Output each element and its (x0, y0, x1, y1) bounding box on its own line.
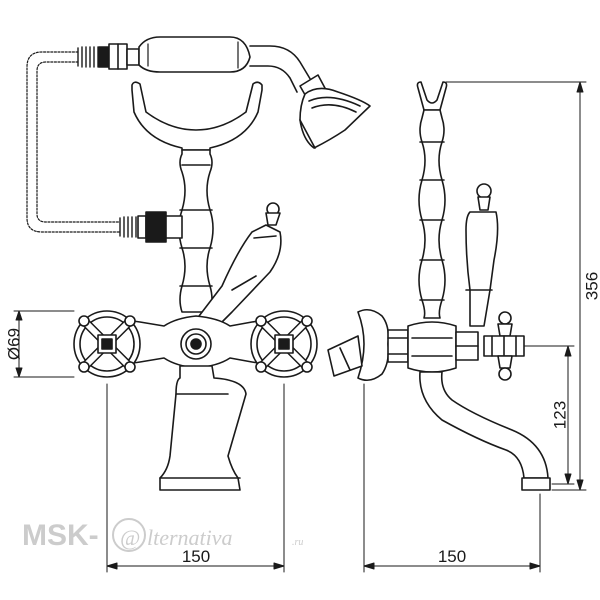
side-mixer-body (387, 321, 479, 373)
side-width-dimension (363, 383, 541, 573)
watermark-script: lternativa (147, 525, 233, 550)
side-column (418, 109, 446, 319)
side-lever (465, 183, 499, 327)
spout-height-label: 123 (551, 401, 570, 429)
right-cross-handle (250, 310, 318, 378)
handset-cradle (131, 81, 263, 151)
left-cross-handle (73, 310, 141, 378)
mixer-column (178, 149, 214, 313)
side-spout (419, 371, 551, 491)
handset-handle (138, 36, 313, 93)
center-knob (180, 328, 212, 360)
side-wall-flange (327, 308, 390, 382)
shower-hose (26, 51, 121, 233)
side-cradle (416, 81, 448, 111)
total-height-dimension (445, 81, 587, 491)
front-view (13, 36, 371, 573)
diameter-dimension (13, 310, 75, 378)
front-width-label: 150 (182, 547, 210, 566)
hose-upper-connector (77, 43, 140, 70)
side-width-label: 150 (438, 547, 466, 566)
total-height-label: 356 (583, 272, 600, 300)
side-view (327, 81, 587, 573)
hose-lower-connector (119, 211, 183, 243)
watermark-domain: .ru (292, 537, 303, 548)
watermark: MSK- @ lternativa .ru (22, 518, 303, 552)
front-spout (159, 365, 247, 491)
watermark-brand: MSK- (22, 519, 99, 552)
side-cross-handle (483, 311, 525, 381)
spout-height-dimension (523, 345, 575, 485)
front-width-dimension (106, 383, 285, 573)
shower-head (299, 74, 371, 149)
watermark-at: @ (120, 525, 140, 550)
diverter-lever (195, 202, 282, 337)
diameter-label: Ø69 (5, 328, 24, 360)
